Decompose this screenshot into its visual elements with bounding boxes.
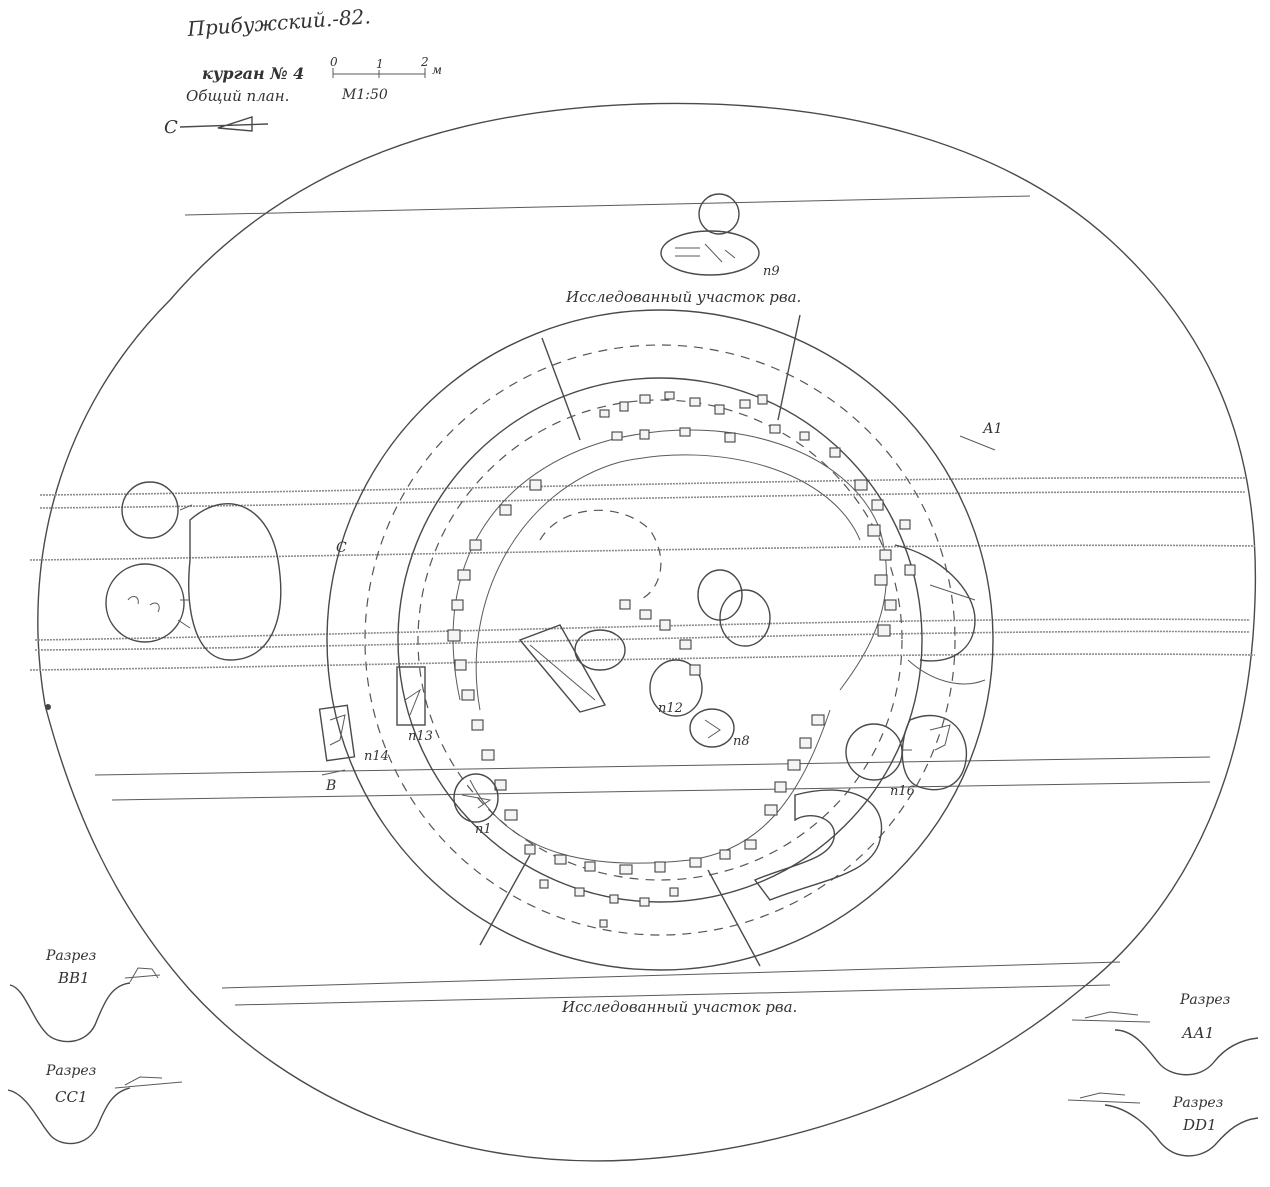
section-dd: Разрез DD1 xyxy=(1067,1092,1259,1157)
section-dd-code: DD1 xyxy=(1182,1116,1217,1134)
edge-dot xyxy=(45,704,51,710)
scale-bar: 0 1 2 м М1:50 xyxy=(330,55,442,103)
north-label: С xyxy=(164,117,178,138)
site-title: Прибужский.-82. xyxy=(186,4,372,41)
burial-1: п1 xyxy=(453,773,499,837)
burial-14: п14 xyxy=(318,704,389,764)
section-markers: А1 С В xyxy=(321,421,1003,794)
left-stone-cluster xyxy=(447,479,542,821)
burial-9: п9 xyxy=(660,193,780,279)
horseshoe-feature xyxy=(753,789,883,901)
section-bb-word: Разрез xyxy=(45,948,96,964)
burial-14-label: п14 xyxy=(364,749,389,764)
point-b-label: В xyxy=(325,778,336,794)
mound-outline xyxy=(37,102,1257,1162)
right-stone-chain xyxy=(764,714,825,816)
section-aa-word: Разрез xyxy=(1179,992,1230,1008)
burial-16-label: п16 xyxy=(890,784,915,799)
central-features xyxy=(518,509,771,748)
burial-1-label: п1 xyxy=(475,822,492,837)
bottom-stones xyxy=(524,839,757,928)
top-stones xyxy=(599,391,841,458)
section-bb-code: ВВ1 xyxy=(57,969,90,987)
left-outside-features xyxy=(105,481,282,661)
section-cc-word: Разрез xyxy=(45,1063,96,1079)
plan-type: Общий план. xyxy=(186,87,289,105)
scale-unit: м xyxy=(432,63,442,77)
burial-16: п16 xyxy=(845,714,968,799)
burial-13: п13 xyxy=(396,666,433,744)
scale-tick-2: 2 xyxy=(420,55,429,69)
right-ditch-features xyxy=(894,544,986,685)
point-c-label: С xyxy=(336,540,347,556)
burial-12-label: п12 xyxy=(658,701,683,716)
section-aa-code: АА1 xyxy=(1181,1024,1214,1042)
point-a1-label: А1 xyxy=(982,421,1003,437)
plan-header: Прибужский.-82. курган № 4 Общий план. 0… xyxy=(164,4,442,138)
section-bb: Разрез ВВ1 xyxy=(9,948,161,1043)
burial-9-label: п9 xyxy=(763,264,780,279)
section-cc-code: СС1 xyxy=(55,1088,88,1106)
scale-tick-0: 0 xyxy=(330,55,338,69)
right-stone-cluster xyxy=(854,479,916,637)
section-cc: Разрез СС1 xyxy=(7,1063,183,1145)
scale-tick-1: 1 xyxy=(376,57,384,71)
burial-13-label: п13 xyxy=(408,729,433,744)
north-arrow-icon: С xyxy=(164,116,269,138)
ditch-bottom-label: Исследованный участок рва. xyxy=(561,998,797,1016)
survey-bands xyxy=(29,195,1256,1006)
ditch-top-label: Исследованный участок рва. xyxy=(565,288,801,306)
burial-8-label: п8 xyxy=(733,734,750,749)
scale-ratio: М1:50 xyxy=(341,87,388,103)
section-aa: Разрез АА1 xyxy=(1071,992,1259,1076)
ditch-ring xyxy=(326,309,994,971)
section-dd-word: Разрез xyxy=(1172,1095,1223,1111)
kurgan-number: курган № 4 xyxy=(202,64,304,83)
